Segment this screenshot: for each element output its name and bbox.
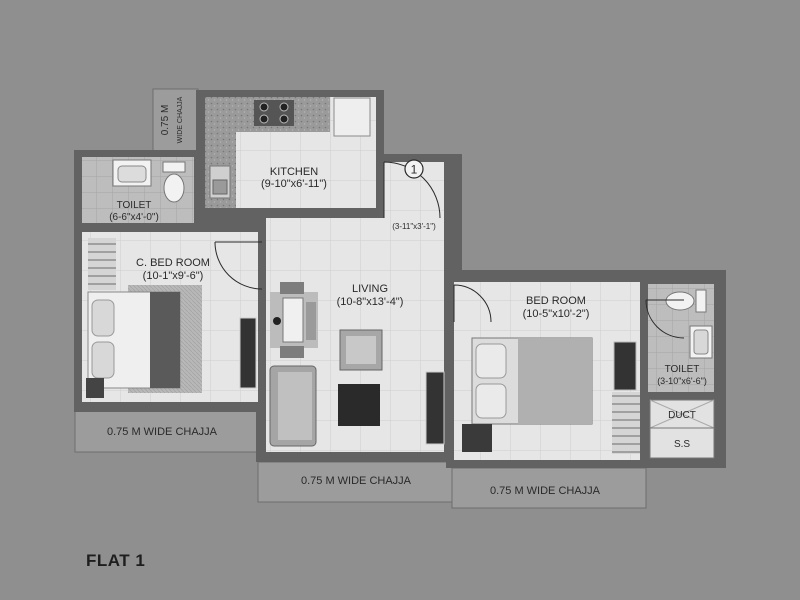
kitchen-sink (209, 165, 231, 199)
ss-area (649, 427, 715, 459)
living-floor (266, 162, 445, 452)
duct-area (649, 399, 715, 429)
chajja-right-label: 0.75 M WIDE CHAJJA (490, 485, 601, 497)
c-bed-room-dims: (10-1"x9'-6") (143, 270, 204, 282)
sofa (269, 365, 317, 447)
duct-label: DUCT (668, 410, 696, 421)
entrance-marker: 1 (404, 159, 424, 179)
wardrobe-bedroom (612, 392, 640, 454)
wc-right (665, 289, 707, 313)
hob (254, 100, 294, 126)
chajja-right (451, 467, 647, 509)
kitchen-floor (205, 97, 376, 208)
bed-room-dims: (10-5"x10'-2") (523, 308, 590, 320)
kitchen-dims: (9-10"x6'-11") (261, 178, 327, 190)
kitchen-name: KITCHEN (270, 166, 318, 178)
toilet-left-dims: (6-6"x4'-0") (109, 212, 159, 223)
side-table (462, 424, 492, 452)
dining-set (270, 282, 318, 358)
living-dims: (10-8"x13'-4") (337, 296, 404, 308)
center-table (338, 384, 380, 426)
entrance-number: 1 (411, 163, 418, 177)
tv-unit (239, 317, 257, 389)
tv-unit-bedroom (613, 341, 637, 391)
toilet-right-dims: (3-10"x6'-6") (657, 376, 707, 386)
bed-room-name: BED ROOM (526, 295, 586, 307)
plant (86, 378, 104, 398)
doors (214, 161, 685, 339)
flat-label: FLAT 1 (86, 551, 146, 570)
armchair (339, 329, 383, 371)
wardrobe (88, 238, 116, 290)
chajja-top-left (152, 88, 199, 152)
toilet-right-name: TOILET (665, 364, 700, 375)
c-bed-room-floor (82, 232, 258, 402)
chajja-top-left-line1: 0.75 M (160, 105, 171, 136)
bed-left (87, 291, 181, 389)
toilet-left-floor (82, 157, 194, 223)
living-name: LIVING (352, 283, 388, 295)
toilet-left-name: TOILET (117, 200, 152, 211)
entrance-dims: (3-11"x3'-1") (392, 222, 436, 231)
ss-label: S.S (674, 439, 690, 450)
tv-unit-living (425, 371, 445, 445)
bed-room-floor (454, 282, 640, 460)
wc (162, 161, 186, 203)
bed-right (471, 337, 593, 425)
chajja-top-left-line2: WIDE CHAJJA (177, 96, 184, 143)
chajja-center-label: 0.75 M WIDE CHAJJA (301, 475, 412, 487)
chajja-left-label: 0.75 M WIDE CHAJJA (107, 426, 218, 438)
fridge (333, 97, 371, 137)
chajja-left (74, 409, 258, 453)
c-bed-room-name: C. BED ROOM (136, 257, 210, 269)
